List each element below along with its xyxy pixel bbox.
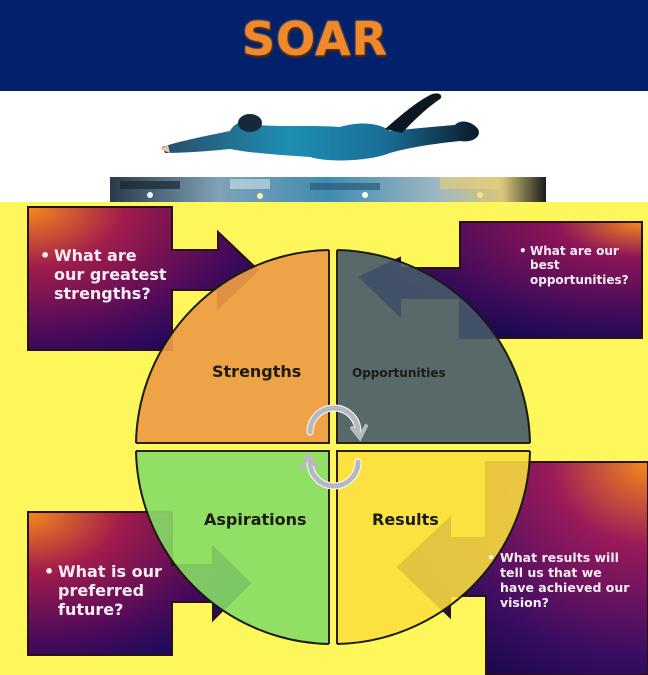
label-aspirations: Aspirations: [204, 510, 307, 529]
label-opportunities: Opportunities: [352, 366, 446, 380]
question-opportunities: • What are our best opportunities?: [519, 244, 629, 287]
header-bar: SOAR: [0, 0, 648, 91]
label-results: Results: [372, 510, 439, 529]
question-aspirations: • What is our preferred future?: [44, 562, 162, 620]
flying-man-photo-icon: [110, 91, 546, 202]
question-strengths: • What are our greatest strengths?: [40, 246, 167, 304]
page-title: SOAR: [241, 12, 389, 66]
circular-arrows-icon: [300, 404, 368, 490]
question-results: • What results will tell us that we have…: [487, 550, 630, 610]
label-strengths: Strengths: [212, 362, 302, 381]
